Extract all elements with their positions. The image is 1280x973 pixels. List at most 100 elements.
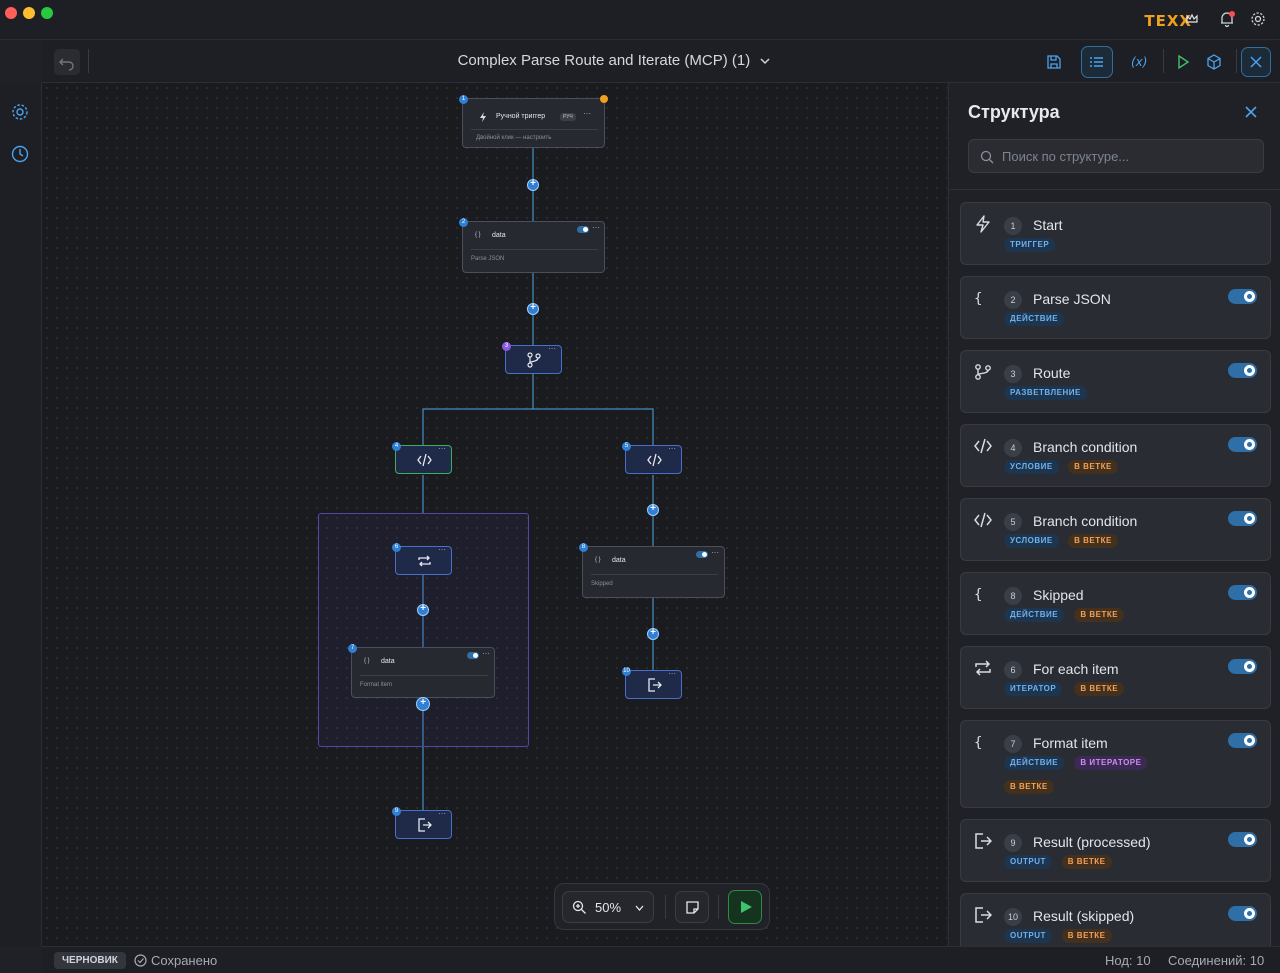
add-node-button[interactable]: +: [416, 697, 430, 711]
node-for-each-item[interactable]: 6 ⋯: [392, 543, 452, 575]
zoom-dropdown[interactable]: 50%: [562, 891, 654, 923]
node-skipped[interactable]: 8 { } data ⋯ Skipped: [579, 543, 725, 598]
node-toggle[interactable]: [696, 551, 708, 558]
node-menu-button[interactable]: ⋯: [438, 809, 447, 818]
structure-toggle-button[interactable]: [1081, 46, 1113, 78]
bell-icon[interactable]: [1218, 10, 1236, 28]
add-node-button[interactable]: +: [417, 604, 429, 616]
add-note-button[interactable]: [675, 891, 709, 923]
node-number-badge: 6: [392, 543, 401, 552]
close-panel-icon[interactable]: [1242, 103, 1260, 121]
item-tag: УСЛОВИЕ: [1004, 460, 1059, 474]
item-tag: ТРИГГЕР: [1004, 238, 1056, 252]
svg-text:{ }: { }: [974, 291, 992, 307]
maximize-window-button[interactable]: [41, 7, 53, 19]
item-name: Result (skipped): [1033, 908, 1135, 924]
close-editor-button[interactable]: [1241, 47, 1271, 77]
node-menu-button[interactable]: ⋯: [668, 669, 677, 678]
flow-canvas[interactable]: 1 Ручной триггер РУЧ ⋯ Двойной клик — на…: [42, 83, 947, 946]
close-window-button[interactable]: [5, 7, 17, 19]
add-node-button[interactable]: +: [527, 179, 539, 191]
deploy-button[interactable]: [1198, 46, 1230, 78]
item-enabled-toggle[interactable]: [1228, 363, 1257, 378]
undo-button[interactable]: [54, 49, 80, 75]
code-icon: [974, 438, 992, 454]
output-icon: [975, 833, 992, 849]
node-menu-button[interactable]: ⋯: [592, 223, 601, 232]
item-enabled-toggle[interactable]: [1228, 437, 1257, 452]
node-branch-condition-4[interactable]: 4 ⋯: [392, 442, 452, 474]
item-enabled-toggle[interactable]: [1228, 659, 1257, 674]
node-number-badge: 10: [622, 667, 631, 676]
item-enabled-toggle[interactable]: [1228, 906, 1257, 921]
braces-icon: { }: [364, 658, 370, 664]
editor-toolbar: Complex Parse Route and Iterate (MCP) (1…: [42, 41, 1280, 83]
add-node-button[interactable]: +: [527, 303, 539, 315]
run-flow-button[interactable]: [728, 890, 762, 924]
item-number-badge: 10: [1004, 908, 1022, 926]
node-title: data: [492, 232, 506, 239]
flow-title[interactable]: Complex Parse Route and Iterate (MCP) (1…: [42, 52, 1186, 69]
node-branch-condition-5[interactable]: 5 ⋯: [622, 442, 682, 474]
structure-search-input[interactable]: Поиск по структуре...: [968, 139, 1264, 173]
item-enabled-toggle[interactable]: [1228, 289, 1257, 304]
node-number-badge: 9: [392, 807, 401, 816]
save-button[interactable]: [1038, 46, 1070, 78]
close-icon: [1250, 56, 1262, 68]
node-menu-button[interactable]: ⋯: [482, 649, 491, 658]
settings-gear-icon[interactable]: [9, 101, 31, 123]
node-menu-button[interactable]: ⋯: [438, 545, 447, 554]
item-tag: В ВЕТКЕ: [1061, 855, 1112, 869]
item-enabled-toggle[interactable]: [1228, 585, 1257, 600]
node-number-badge: 8: [579, 543, 588, 552]
node-menu-button[interactable]: ⋯: [438, 444, 447, 453]
node-route[interactable]: 3 ⋯: [502, 342, 562, 374]
variables-button[interactable]: (x): [1124, 46, 1156, 78]
item-enabled-toggle[interactable]: [1228, 832, 1257, 847]
item-number-badge: 8: [1004, 587, 1022, 605]
gear-icon[interactable]: [1249, 10, 1267, 28]
add-node-button[interactable]: +: [647, 628, 659, 640]
history-clock-icon[interactable]: [9, 143, 31, 165]
node-menu-button[interactable]: ⋯: [711, 548, 720, 557]
node-toggle[interactable]: [577, 226, 589, 233]
braces-icon: { }: [974, 291, 992, 307]
branch-icon: [527, 352, 541, 368]
item-enabled-toggle[interactable]: [1228, 511, 1257, 526]
item-name: Start: [1033, 217, 1063, 233]
code-icon: [974, 512, 992, 528]
node-toggle[interactable]: [467, 652, 479, 659]
node-parse-json[interactable]: 2 { } data ⋯ Parse JSON: [459, 218, 605, 273]
node-result-processed[interactable]: 9 ⋯: [392, 807, 452, 839]
node-menu-button[interactable]: ⋯: [668, 444, 677, 453]
node-result-skipped[interactable]: 10 ⋯: [622, 667, 682, 699]
node-menu-button[interactable]: ⋯: [548, 344, 557, 353]
add-node-button[interactable]: +: [647, 504, 659, 516]
play-icon: [1178, 54, 1190, 70]
search-placeholder: Поиск по структуре...: [1002, 149, 1130, 164]
node-hint: Двойной клик — настроить: [476, 135, 552, 141]
trigger-status-dot: [600, 95, 608, 103]
minimize-window-button[interactable]: [23, 7, 35, 19]
item-enabled-toggle[interactable]: [1228, 733, 1257, 748]
run-button[interactable]: [1167, 46, 1199, 78]
braces-icon: { }: [475, 232, 481, 238]
code-icon: [647, 453, 662, 467]
item-tag: В ВЕТКЕ: [1068, 460, 1118, 474]
item-tag: УСЛОВИЕ: [1004, 534, 1059, 548]
node-menu-button[interactable]: ⋯: [583, 109, 592, 118]
node-format-item[interactable]: 7 { } data ⋯ Format item: [348, 644, 495, 698]
item-tag: OUTPUT: [1004, 855, 1052, 869]
node-manual-trigger[interactable]: 1 Ручной триггер РУЧ ⋯ Двойной клик — на…: [459, 95, 608, 148]
braces-icon: { }: [974, 587, 992, 603]
